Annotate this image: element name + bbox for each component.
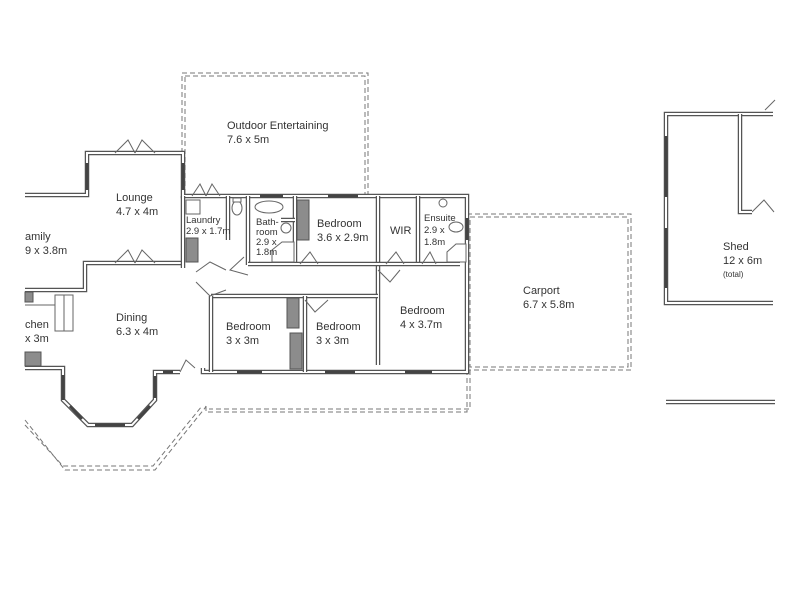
room-label-wir: WIR (390, 224, 411, 238)
room-label-laundry: Laundry 2.9 x 1.7m (186, 215, 230, 237)
laundry-tub-icon (185, 199, 201, 215)
room-label-outdoor-entertaining: Outdoor Entertaining 7.6 x 5m (227, 119, 329, 147)
room-size: 2.9 x 1.8m (256, 237, 278, 258)
room-label-bedroom-1: Bedroom 3.6 x 2.9m (317, 217, 368, 245)
fridge-icon (24, 351, 42, 367)
windows (61, 163, 469, 427)
room-size: 3.6 x 2.9m (317, 232, 369, 244)
room-label-lounge: Lounge 4.7 x 4m (116, 191, 158, 219)
room-label-bedroom-2: Bedroom 3 x 3m (226, 320, 271, 348)
room-label-ensuite: Ensuite 2.9 x 1.8m (424, 213, 456, 249)
room-name: Lounge (116, 192, 153, 204)
fixtures (24, 197, 467, 370)
ensuite-toilet-icon (448, 221, 464, 233)
room-label-bedroom-3: Bedroom 3 x 3m (316, 320, 361, 348)
room-name: Laundry (186, 215, 221, 226)
room-label-shed: Shed 12 x 6m (total) (723, 240, 762, 282)
room-size: 7.6 x 5m (227, 134, 270, 146)
laundry-cabinet-icon (185, 237, 199, 263)
room-name: amily (25, 231, 51, 243)
room-name: Bedroom (400, 305, 445, 317)
robe-bedroom2-icon (286, 297, 300, 329)
room-name: Bath- room (256, 217, 279, 238)
room-name: Dining (116, 312, 148, 324)
room-size: 4 x 3.7m (400, 319, 443, 331)
room-label-carport: Carport 6.7 x 5.8m (523, 284, 574, 312)
room-name: Ensuite (424, 213, 456, 224)
room-label-bedroom-4: Bedroom 4 x 3.7m (400, 304, 445, 332)
patio-outline (24, 405, 207, 471)
room-name: Outdoor Entertaining (227, 120, 329, 132)
room-size: 3 x 3m (316, 335, 350, 347)
room-name: Carport (523, 285, 560, 297)
room-label-family: amily 9 x 3.8m (25, 230, 67, 258)
doors (114, 99, 776, 373)
room-label-bathroom: Bath- room 2.9 x 1.8m (256, 218, 279, 258)
room-name: chen (25, 319, 49, 331)
room-size: x 3m (25, 333, 49, 345)
ensuite-basin-icon (438, 198, 448, 208)
room-size: 2.9 x 1.8m (424, 225, 446, 248)
robe-bedroom3-icon (289, 332, 303, 370)
room-name: WIR (390, 225, 412, 237)
room-size: 9 x 3.8m (25, 245, 68, 257)
room-size: 12 x 6m (723, 255, 763, 267)
room-size: 2.9 x 1.7m (186, 226, 231, 237)
room-size: 6.3 x 4m (116, 326, 159, 338)
toilet-icon (231, 200, 243, 216)
room-name: Bedroom (317, 218, 362, 230)
house-walls (25, 150, 470, 428)
cooktop-icon (24, 291, 34, 303)
ensuite-shower-icon (446, 243, 467, 263)
room-name: Bedroom (226, 321, 271, 333)
room-size: 6.7 x 5.8m (523, 299, 575, 311)
room-label-dining: Dining 6.3 x 4m (116, 311, 158, 339)
shed-walls (663, 111, 775, 405)
room-name: Bedroom (316, 321, 361, 333)
robe-bedroom1-icon (296, 199, 310, 241)
room-size: 3 x 3m (226, 335, 260, 347)
shower-icon (271, 241, 295, 263)
room-label-kitchen: chen x 3m (25, 318, 49, 346)
room-name: Shed (723, 241, 749, 253)
bathtub-icon (254, 200, 284, 214)
room-note: (total) (723, 270, 744, 279)
room-size: 4.7 x 4m (116, 206, 159, 218)
basin-icon (280, 222, 292, 234)
